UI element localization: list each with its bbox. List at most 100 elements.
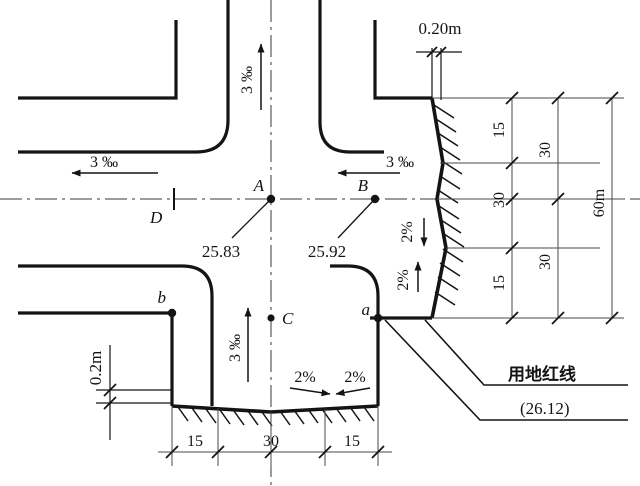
hatch-tick (335, 407, 347, 423)
dim-tick (426, 46, 438, 58)
hatch-tick (349, 406, 361, 422)
dim-tick (435, 46, 447, 58)
hatch-tick (437, 132, 459, 147)
dim-tick (551, 192, 565, 206)
edge-lower-left-outer (18, 264, 214, 406)
leader-A-elevation (231, 200, 270, 239)
elevation-leaders (231, 200, 374, 239)
road-edges (18, 0, 432, 406)
hatch-tick (442, 248, 464, 263)
hatch-tick (443, 233, 465, 248)
bottom-dimension-lines (158, 406, 392, 466)
slope-label-bottom: 3 ‰ (227, 334, 244, 362)
leader-B-elevation (337, 200, 374, 239)
hatch-tick (434, 291, 456, 306)
label-point-b: b (158, 288, 167, 307)
point-markers (167, 194, 383, 323)
edge-upper-right-outer (373, 20, 432, 100)
top-width-dimension (416, 46, 462, 100)
right-slope-line (430, 97, 448, 319)
dim-tick (505, 311, 519, 325)
dim-tick (505, 241, 519, 255)
dim-tick (551, 311, 565, 325)
hatch-tick (440, 219, 462, 234)
slope-arrows (71, 43, 428, 397)
dimension-top-width: 0.20m (419, 19, 462, 38)
label-point-A: A (253, 176, 265, 195)
edge-upper-right-curb (318, 0, 384, 154)
left-height-dimension (96, 345, 172, 440)
dim-tick (165, 445, 179, 459)
point-marker-b[interactable] (167, 308, 177, 318)
arrow-2pct-bottom-left (289, 387, 331, 397)
dimension-right-outer: 60m (591, 188, 608, 217)
hatch-tick (437, 276, 459, 291)
hatch-tick (439, 262, 461, 277)
label-point-D: D (149, 208, 163, 227)
point-marker-C[interactable] (267, 314, 275, 322)
right-dimension-lines (432, 97, 624, 319)
dimension-left-height: 0.2m (86, 351, 105, 385)
leader-lower (384, 319, 628, 421)
text-labels: A B C D a b 25.83 25.92 3 ‰ 3 ‰ 3 ‰ 3 ‰ … (86, 19, 608, 450)
hatch-tick (279, 410, 291, 426)
hatch-tick (439, 175, 461, 190)
label-point-B: B (358, 176, 369, 195)
dim-tick (505, 192, 519, 206)
hatch-tick (307, 408, 319, 424)
bottom-ground-hatching (177, 406, 375, 427)
dim-tick (211, 445, 225, 459)
label-point-C: C (282, 309, 294, 328)
elevation-A: 25.83 (202, 242, 240, 261)
dim-tick (103, 383, 117, 397)
dim-tick (505, 156, 519, 170)
hatch-tick (363, 406, 375, 422)
land-red-line-leader (384, 319, 628, 421)
edge-upper-left-outer (18, 20, 178, 100)
hatch-tick (191, 407, 203, 423)
slope-label-right-upper: 2% (399, 221, 416, 242)
dim-tick (264, 445, 278, 459)
hatch-tick (219, 409, 231, 425)
slope-label-bottom-left: 2% (294, 369, 315, 386)
elevation-B: 25.92 (308, 242, 346, 261)
label-point-a: a (362, 300, 371, 319)
right-dimension-ticks (505, 91, 619, 325)
hatch-tick (177, 406, 189, 422)
label-land-red-line: 用地红线 (508, 364, 576, 385)
ground-line (171, 404, 379, 414)
dimension-right-middle-1: 30 (537, 254, 554, 270)
point-marker-a[interactable] (373, 313, 383, 323)
label-red-line-elevation: (26.12) (520, 399, 570, 418)
hatch-tick (321, 408, 333, 424)
hatch-tick (439, 146, 461, 161)
dimension-right-inner-0: 15 (491, 122, 508, 138)
right-slope-hatching (433, 104, 465, 306)
edge-upper-left-curb (18, 0, 230, 154)
dimension-bottom-1: 30 (263, 433, 279, 450)
slope-label-left: 3 ‰ (90, 154, 118, 171)
hatch-tick (233, 410, 245, 426)
dimension-bottom-2: 15 (344, 433, 360, 450)
dim-tick (605, 311, 619, 325)
edge-lower-right-curb (330, 264, 380, 406)
dimension-right-inner-2: 15 (491, 275, 508, 291)
dim-tick (103, 396, 117, 410)
bottom-dimension-ticks (165, 445, 385, 459)
slope-label-top: 3 ‰ (239, 66, 256, 94)
hatch-tick (435, 118, 457, 133)
bottom-ground-profile (171, 404, 379, 414)
dimension-right-middle-0: 30 (537, 142, 554, 158)
dim-tick (605, 91, 619, 105)
dimension-bottom-0: 15 (187, 433, 203, 450)
dim-tick (318, 445, 332, 459)
arrow-2pct-bottom-right (335, 387, 371, 396)
slope-label-right-lower: 2% (395, 269, 412, 290)
hatch-tick (261, 411, 273, 427)
hatch-tick (437, 189, 459, 204)
hatch-tick (438, 205, 460, 220)
dim-tick (371, 445, 385, 459)
slope-line-main (430, 97, 448, 319)
dim-tick (551, 91, 565, 105)
leader-upper (424, 319, 628, 386)
